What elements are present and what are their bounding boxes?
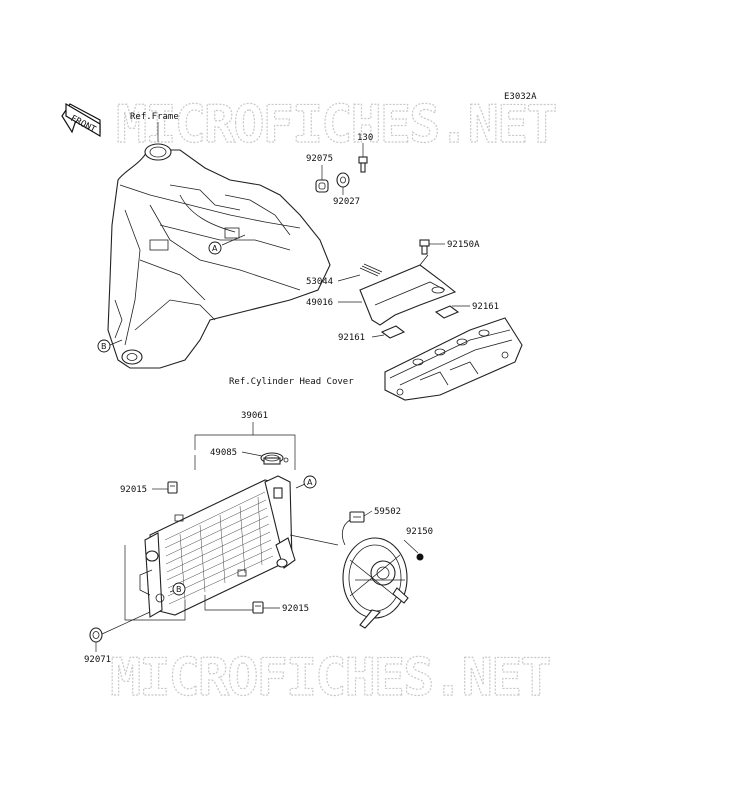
part-92150-leader xyxy=(403,539,419,554)
part-53044-leader xyxy=(337,274,361,282)
bolt-92150a xyxy=(419,239,430,255)
grommet-92071-link xyxy=(101,611,151,635)
callout-b-radiator: B xyxy=(169,582,186,596)
svg-text:A: A xyxy=(212,244,218,253)
svg-text:B: B xyxy=(101,342,107,351)
bolt-130 xyxy=(358,156,368,173)
part-92150a-label: 92150A xyxy=(447,240,480,250)
grommet-92071 xyxy=(89,627,103,643)
diagram-code: E3032A xyxy=(504,92,537,102)
part-49085-leader xyxy=(241,451,263,457)
part-59502-label: 59502 xyxy=(374,507,401,517)
fan-assembly-59502 xyxy=(341,511,409,629)
front-arrow-icon: FRONT xyxy=(61,102,101,138)
part-39061-label: 39061 xyxy=(241,411,268,421)
callout-a-radiator: A xyxy=(295,475,317,489)
bolt-92150 xyxy=(416,553,424,561)
watermark-top: MICROFICHES.NET xyxy=(116,95,556,155)
part-39061-leader-right xyxy=(253,434,296,470)
svg-text:A: A xyxy=(307,478,313,487)
part-92161-left-leader xyxy=(371,334,385,338)
part-39061-leader-left xyxy=(194,422,254,450)
callout-b-frame: B xyxy=(97,339,123,353)
part-49016-label: 49016 xyxy=(306,298,333,308)
part-92161-right-label: 92161 xyxy=(472,302,499,312)
part-92071-label: 92071 xyxy=(84,655,111,665)
cylinder-head-cover xyxy=(384,317,523,401)
part-92150-label: 92150 xyxy=(406,527,433,537)
part-130-label: 130 xyxy=(357,133,373,143)
svg-text:B: B xyxy=(176,585,182,594)
callout-a-frame: A xyxy=(208,234,246,255)
grommet-92075 xyxy=(315,179,329,193)
part-92015-top-label: 92015 xyxy=(120,485,147,495)
ref-cylinder-head-cover-label: Ref.Cylinder Head Cover xyxy=(229,377,354,387)
pad-92161-right xyxy=(434,305,460,319)
part-59502-leader xyxy=(363,510,373,517)
radiator-outline-bottom xyxy=(204,595,253,611)
radiator-outline-left xyxy=(124,545,186,621)
clip-92015-bottom xyxy=(252,601,264,614)
clip-92015-top xyxy=(167,481,178,494)
pad-92161-left xyxy=(380,325,406,339)
cover-plate-49016 xyxy=(359,254,457,326)
part-92027-label: 92027 xyxy=(333,197,360,207)
part-92075-label: 92075 xyxy=(306,154,333,164)
part-49085-label: 49085 xyxy=(210,448,237,458)
part-53044-label: 53044 xyxy=(306,277,333,287)
spring-53044 xyxy=(359,263,383,277)
part-92161-left-label: 92161 xyxy=(338,333,365,343)
collar-92027 xyxy=(336,172,350,188)
radiator-fan-link xyxy=(289,534,339,546)
radiator-cap-49085 xyxy=(260,452,289,465)
frame-drawing xyxy=(107,143,331,369)
ref-frame-label: Ref.Frame xyxy=(130,112,179,122)
part-92015-bottom-label: 92015 xyxy=(282,604,309,614)
watermark-bottom: MICROFICHES.NET xyxy=(110,648,550,708)
radiator xyxy=(139,475,296,618)
